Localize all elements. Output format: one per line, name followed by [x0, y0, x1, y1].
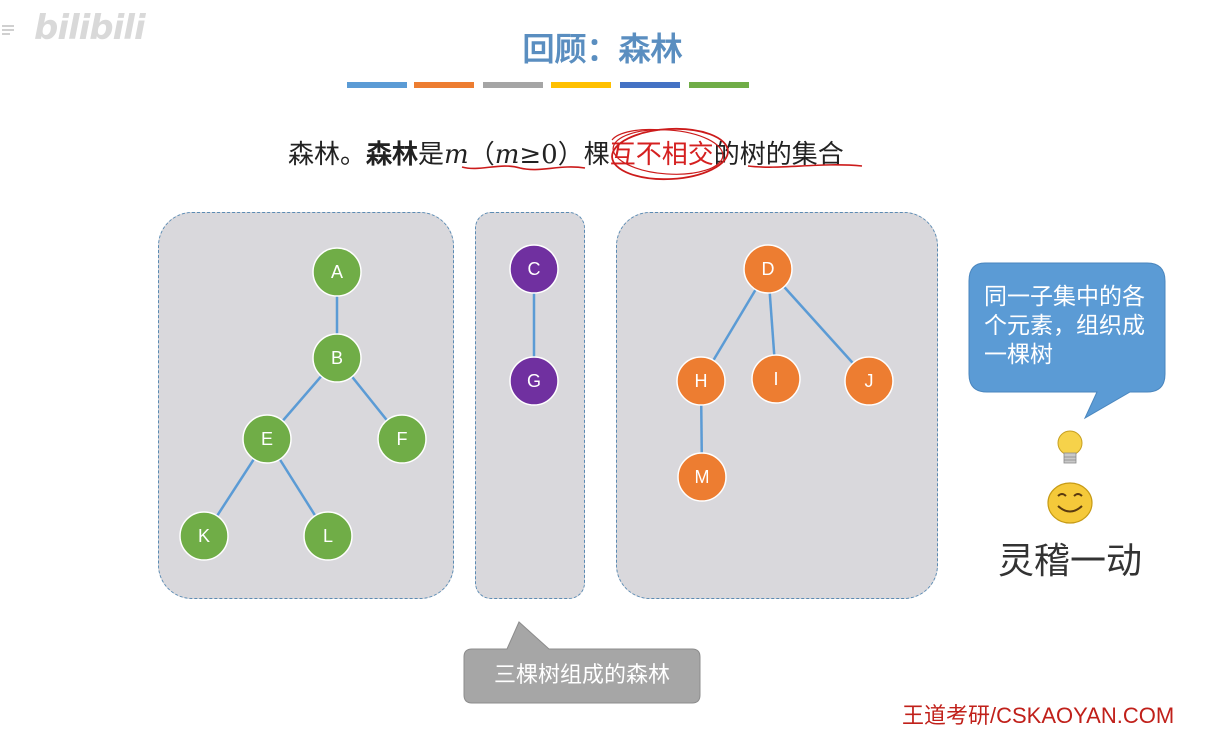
tree-node-E: E — [242, 414, 292, 464]
tree-node-F: F — [377, 414, 427, 464]
tree-node-G: G — [509, 356, 559, 406]
tree-node-H: H — [676, 356, 726, 406]
tree-node-L: L — [303, 511, 353, 561]
definition-var-m2: m — [494, 140, 520, 170]
emoji-caption: 灵稽一动 — [998, 541, 1143, 582]
tree-node-D: D — [743, 244, 793, 294]
tree-node-label-C: C — [528, 259, 541, 279]
tree-node-label-L: L — [323, 526, 333, 546]
page-title: 回顾：森林 — [522, 30, 683, 68]
tree-node-label-H: H — [695, 371, 708, 391]
color-bar-5 — [620, 82, 680, 88]
footer-brand: 王道考研/CSKAOYAN.COM — [902, 703, 1175, 728]
tree-node-label-F: F — [397, 429, 408, 449]
definition-term: 森林 — [366, 140, 419, 170]
speech-bubble — [968, 262, 1166, 420]
color-bar-3 — [483, 82, 543, 88]
tree-node-label-K: K — [198, 526, 210, 546]
smiley-face-icon — [1047, 482, 1093, 524]
color-bar-1 — [347, 82, 407, 88]
tree-node-label-J: J — [865, 371, 874, 391]
speech-bubble-text: 同一子集中的各个元素，组织成一棵树 — [984, 284, 1145, 368]
color-bar-6 — [689, 82, 749, 88]
tree-node-B: B — [312, 333, 362, 383]
tree-node-label-B: B — [331, 348, 343, 368]
tree-node-label-M: M — [695, 467, 710, 487]
tree-node-M: M — [677, 452, 727, 502]
tree-node-J: J — [844, 356, 894, 406]
forest-definition: 森林。森林是m（m≥0）棵互不相交的树的集合 — [288, 134, 844, 171]
tree-node-A: A — [312, 247, 362, 297]
underline-annotation-2 — [747, 164, 863, 168]
definition-disjoint: 互不相交 — [609, 140, 714, 170]
callout-text: 三棵树组成的森林 — [493, 663, 670, 688]
definition-part-3: 是 — [418, 140, 445, 170]
definition-paren: （ — [468, 140, 495, 170]
color-bar-2 — [414, 82, 474, 88]
tree-node-C: C — [509, 244, 559, 294]
bilibili-watermark: bilibili — [34, 8, 146, 48]
underline-annotation-1 — [461, 165, 586, 171]
tree-node-label-G: G — [527, 371, 541, 391]
bilibili-menu-icon — [2, 22, 16, 36]
tree-node-label-E: E — [261, 429, 273, 449]
definition-var-m: m — [444, 140, 469, 170]
color-bar-4 — [551, 82, 611, 88]
circle-annotation — [611, 127, 729, 181]
edge-D-J — [767, 268, 870, 382]
tree-node-label-D: D — [762, 259, 775, 279]
definition-part-1: 森林。 — [288, 140, 367, 170]
tree-node-I: I — [751, 354, 801, 404]
tree-node-K: K — [179, 511, 229, 561]
definition-cond: ≥0）棵 — [519, 140, 610, 170]
callout-box — [463, 621, 701, 704]
tree-node-label-A: A — [331, 262, 343, 282]
lightbulb-icon — [1057, 430, 1083, 464]
tree-node-label-I: I — [773, 369, 778, 389]
